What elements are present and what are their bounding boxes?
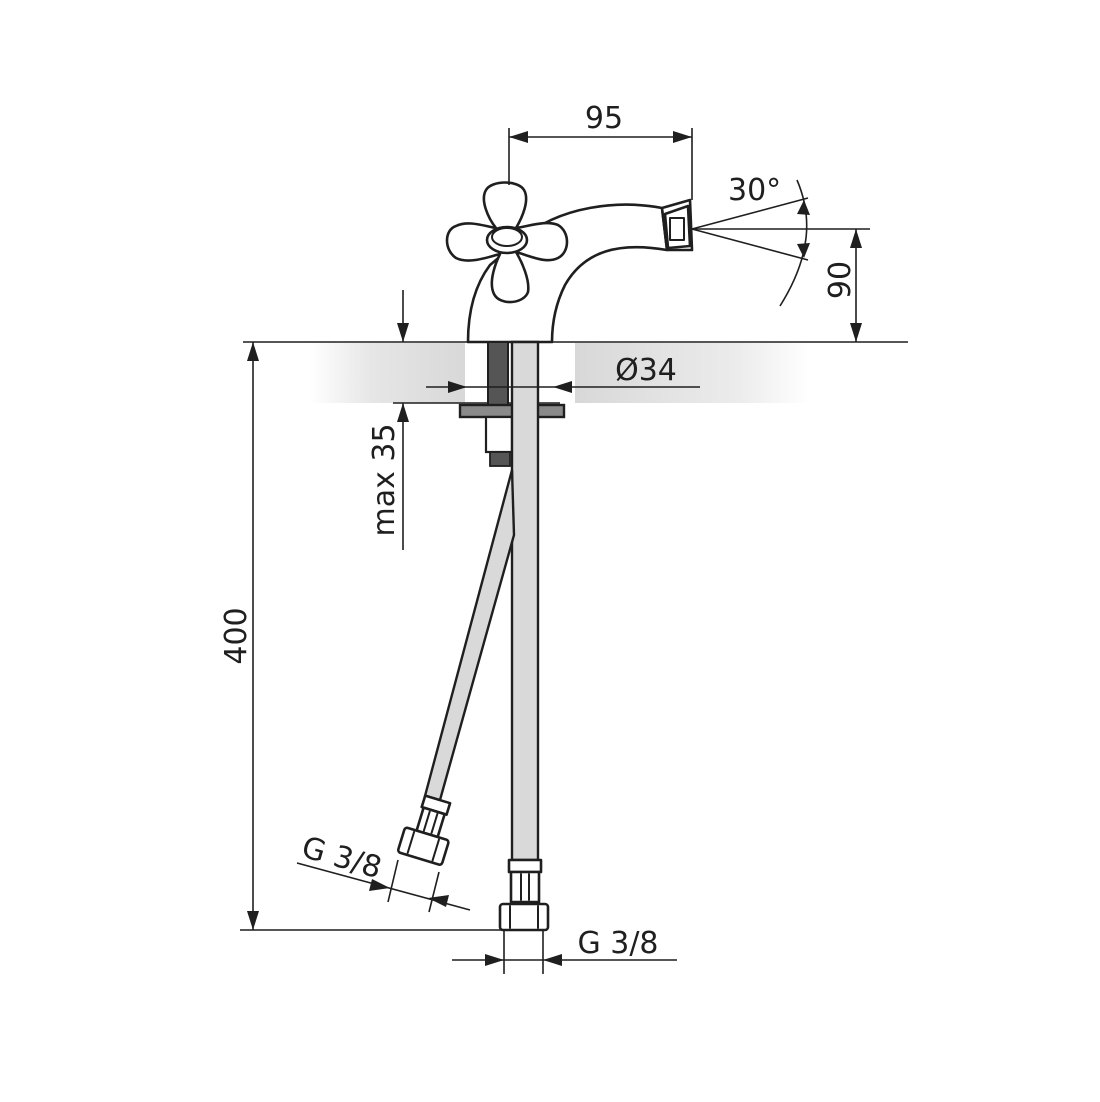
- dimension-hole-diameter: Ø34: [426, 353, 700, 393]
- threaded-stud: [487, 341, 509, 411]
- connector-right: [498, 858, 550, 932]
- spray-angle-label: 30°: [728, 173, 781, 208]
- dimension-connector-right: G 3/8: [452, 926, 677, 974]
- fixing-nut: [484, 415, 514, 454]
- dimension-hose-length: 400: [219, 342, 505, 931]
- connector-left-label: G 3/8: [298, 830, 386, 886]
- stud-thread-end: [489, 451, 511, 467]
- spout-height-label: 90: [823, 261, 858, 299]
- spout-reach-label: 95: [585, 101, 623, 136]
- connector-right-label: G 3/8: [577, 926, 658, 961]
- deck-thickness-label: max 35: [367, 423, 402, 536]
- dimension-deck-thickness: max 35: [367, 290, 409, 550]
- dimension-spray-angle: 30°: [691, 173, 810, 307]
- connector-left: [396, 794, 452, 866]
- hose-length-label: 400: [219, 607, 254, 664]
- hose-angled: [423, 469, 516, 802]
- flexible-hoses: [396, 340, 550, 932]
- countertop-section: [243, 341, 908, 404]
- dimension-spout-height: 90: [692, 228, 870, 342]
- faucet-body: [445, 181, 694, 344]
- dimension-spout-reach: 95: [508, 101, 693, 200]
- hose-straight: [510, 340, 540, 862]
- hole-diameter-label: Ø34: [615, 353, 677, 388]
